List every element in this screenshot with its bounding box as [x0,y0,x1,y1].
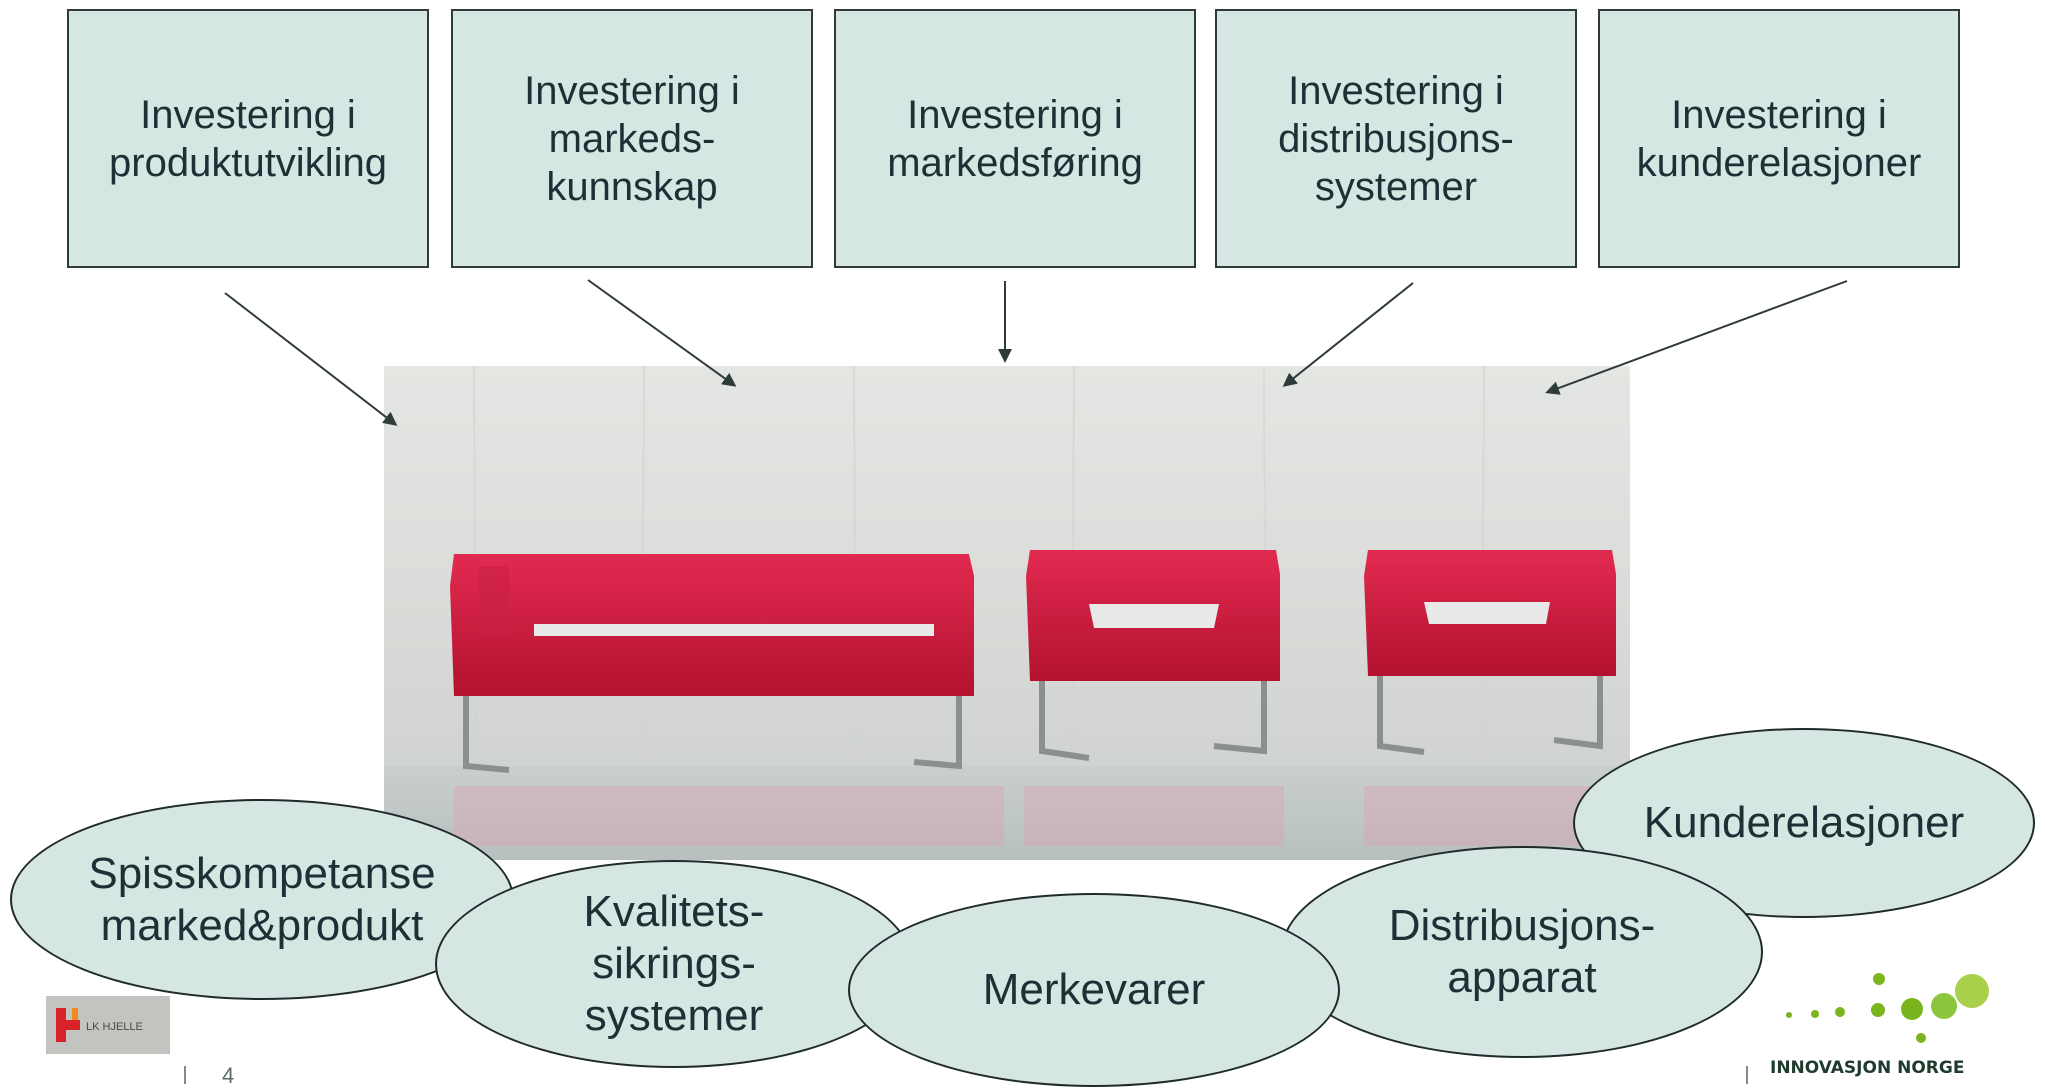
outcome-label: Spisskompetanse marked&produkt [88,848,436,950]
investment-box-marketing: Investering i markedsføring [834,9,1196,268]
outcome-oval-quality-assurance: Kvalitets- sikrings- systemer [435,860,913,1068]
investment-label: Investering i produktutvikling [109,92,387,185]
outcome-label: Kvalitets- sikrings- systemer [583,887,765,1040]
outcome-label: Distribusjons- apparat [1388,901,1656,1002]
investment-box-product-development: Investering i produktutvikling [67,9,429,268]
page-number: 4 [222,1063,235,1088]
sofa-photo [384,366,1630,860]
innovasjon-norge-logo-text: INNOVASJON NORGE [1770,1058,1964,1078]
arrow-market-knowledge [587,279,737,387]
arrow-distribution-systems [1282,282,1414,387]
investment-box-distribution-systems: Investering i distribusjons- systemer [1215,9,1577,268]
lk-hjelle-logo-mark: LK HJELLE [56,1008,143,1042]
innovasjon-norge-logo-mark: INNOVASJON NORGE [1770,973,1989,1078]
investment-box-customer-relations: Investering i kunderelasjoner [1598,9,1960,268]
sofa-photo-drawing [384,366,1630,860]
innovasjon-norge-logo: INNOVASJON NORGE [1756,968,1996,1087]
outcome-oval-distribution-apparatus: Distribusjons- apparat [1281,846,1763,1058]
investment-label: Investering i distribusjons- systemer [1278,68,1514,209]
investment-label: Investering i markedsføring [887,92,1143,185]
investment-label: Investering i kunderelasjoner [1636,92,1922,185]
footer-divider-left [184,1066,186,1084]
investment-box-market-knowledge: Investering i markeds- kunnskap [451,9,813,268]
lk-hjelle-logo-text: LK HJELLE [86,1021,143,1033]
footer-divider-right [1746,1066,1748,1084]
outcome-label: Kunderelasjoner [1643,798,1965,847]
arrow-customer-relations [1545,280,1848,395]
lk-hjelle-logo: LK HJELLE [46,996,170,1054]
outcome-label: Merkevarer [982,965,1206,1014]
outcome-oval-specialist-competence: Spisskompetanse marked&produkt [10,799,514,1000]
investment-label: Investering i markeds- kunnskap [524,68,740,209]
outcome-oval-brands: Merkevarer [848,893,1340,1087]
arrow-product-development [224,292,398,426]
